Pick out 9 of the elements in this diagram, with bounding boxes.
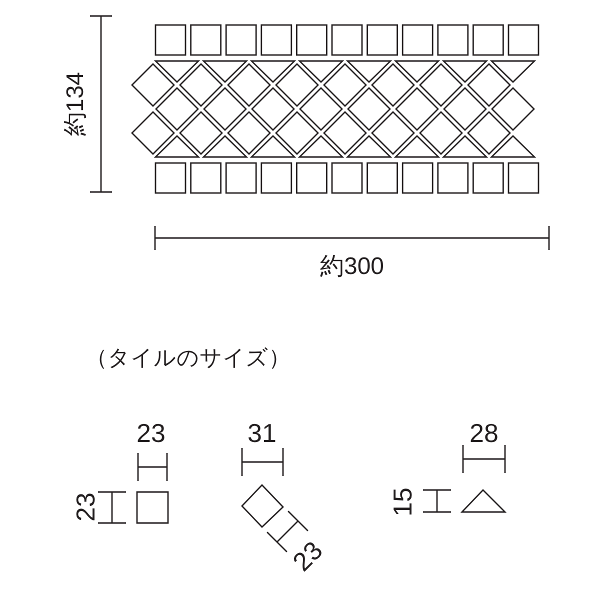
dimension-label: 28: [470, 420, 498, 446]
dimension-label: 23: [288, 536, 326, 576]
dimension-label: 約134: [64, 72, 88, 136]
dimension-label: 31: [248, 420, 276, 446]
section-heading: （タイルのサイズ）: [86, 347, 290, 369]
dimension-label: 15: [389, 488, 415, 516]
dimension-label: 23: [72, 492, 98, 522]
dimension-label: 23: [136, 420, 166, 446]
dimension-label: 約300: [320, 255, 384, 279]
